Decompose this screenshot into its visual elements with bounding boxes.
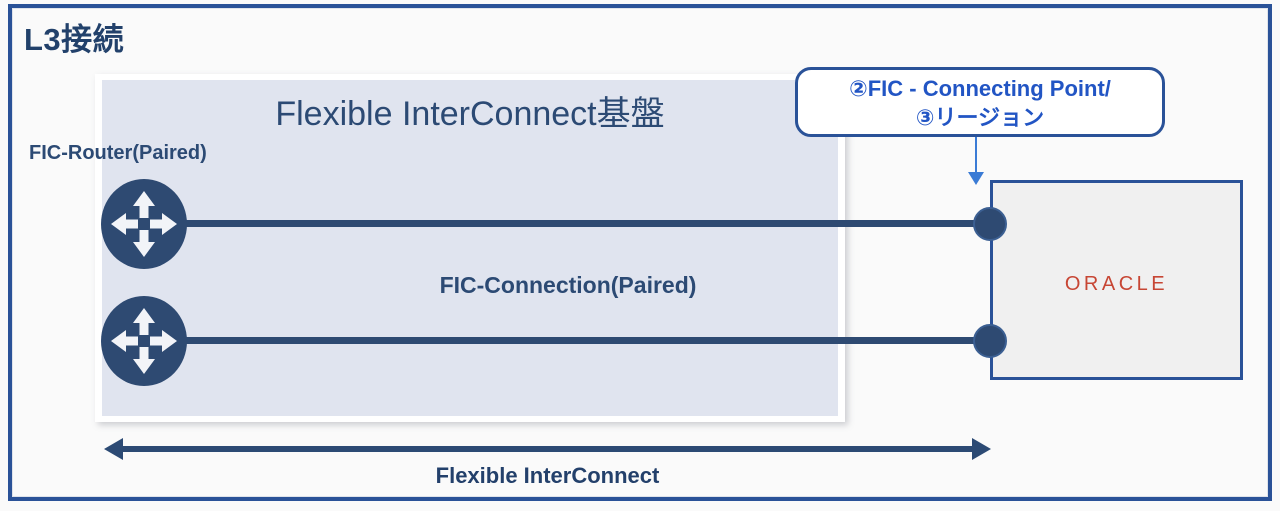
connection-dot-bottom <box>973 324 1007 358</box>
platform-panel <box>102 80 838 416</box>
fic-connection-line-bottom <box>185 337 993 344</box>
span-arrow-line <box>120 446 975 452</box>
callout-line-1: ②FIC - Connecting Point/ <box>849 76 1111 101</box>
router-icon <box>100 178 188 270</box>
connection-dot-top <box>973 207 1007 241</box>
platform-panel-title: Flexible InterConnect基盤 <box>275 95 665 133</box>
oracle-cloud-box <box>990 180 1243 380</box>
span-arrow-left-head-icon <box>104 438 123 460</box>
fic-connection-line-top <box>185 220 993 227</box>
callout-arrow-head-icon <box>968 172 984 185</box>
connection-group-label: FIC-Connection(Paired) <box>439 272 697 298</box>
callout-box <box>795 67 1165 137</box>
span-arrow-label: Flexible InterConnect <box>435 463 660 488</box>
router-group-label: FIC-Router(Paired) <box>29 142 207 164</box>
oracle-logo: ORACLE <box>1064 273 1169 295</box>
router-icon <box>100 295 188 387</box>
callout-text: ②FIC - Connecting Point/ ③リージョン <box>795 74 1165 132</box>
callout-arrow-line <box>975 137 977 175</box>
callout-line-2: ③リージョン <box>915 105 1045 130</box>
page-title: L3接続 <box>24 22 125 57</box>
span-arrow-right-head-icon <box>972 438 991 460</box>
